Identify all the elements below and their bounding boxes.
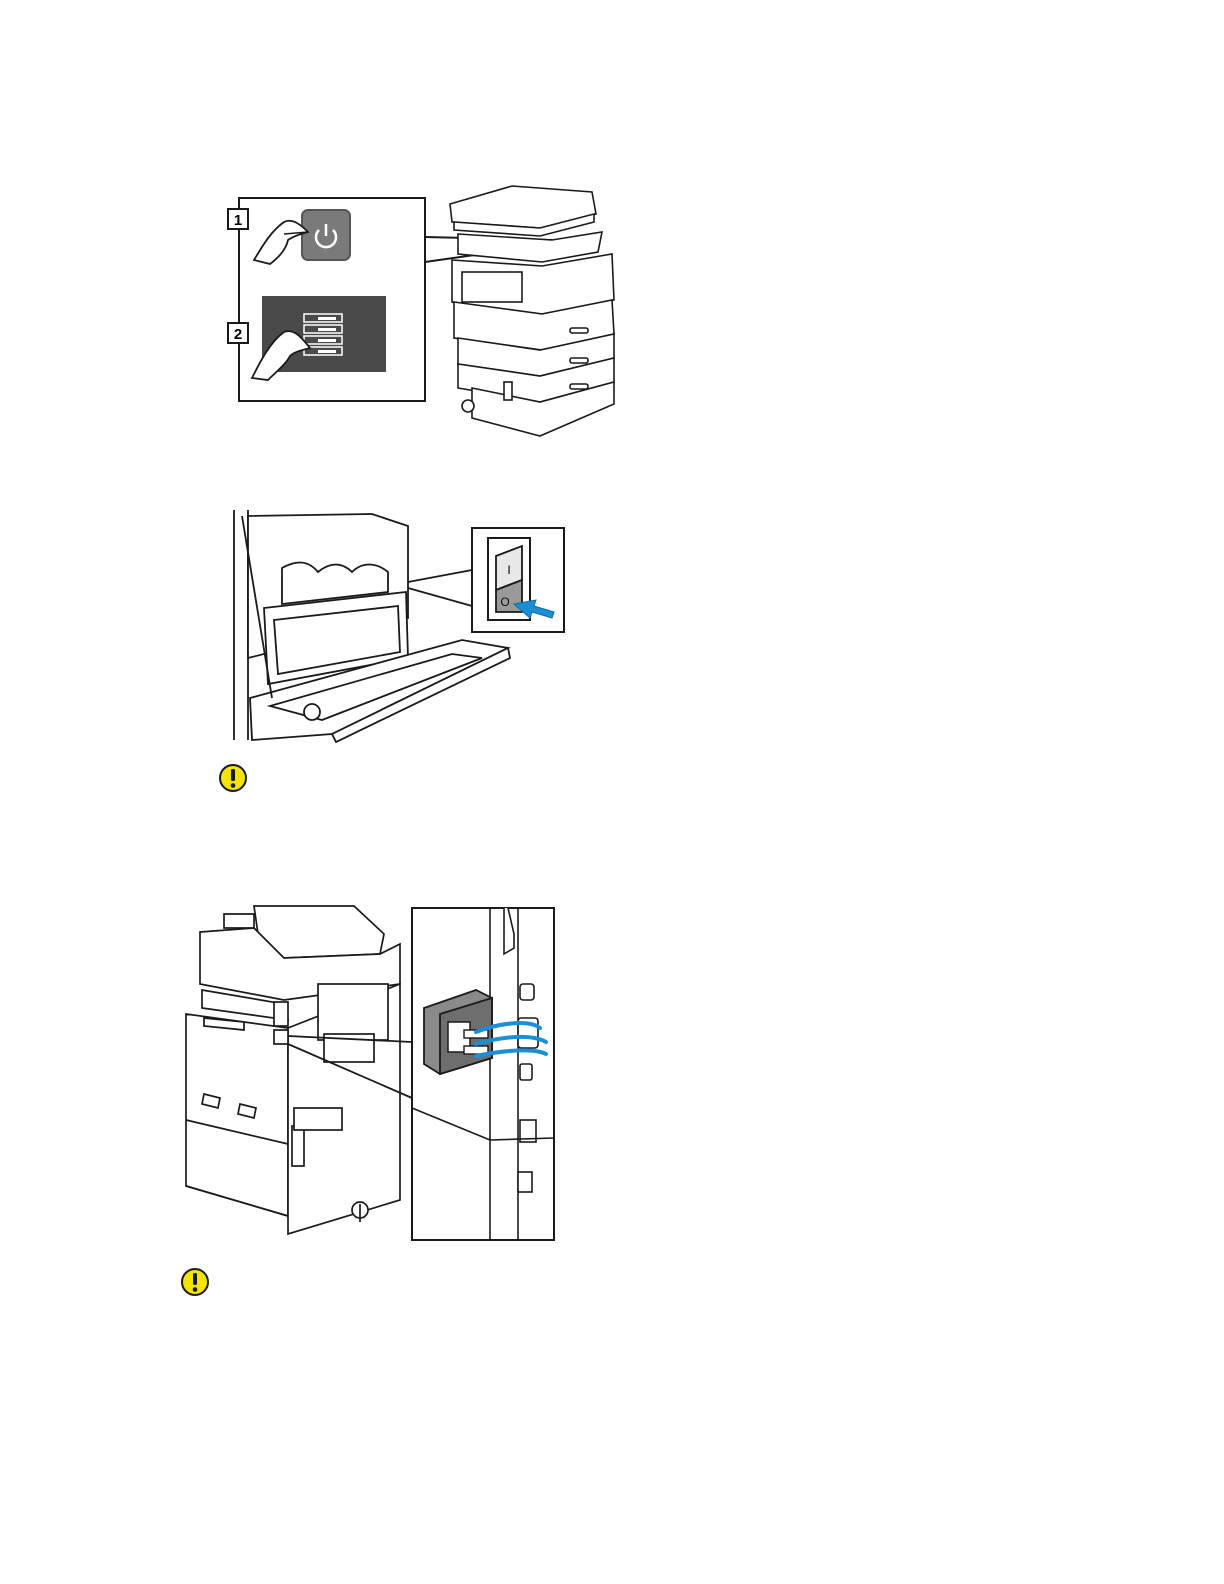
caution-icon <box>218 763 248 793</box>
switch-off-mark: O <box>500 595 509 609</box>
callout-1-label: 1 <box>234 212 242 229</box>
printer-illustration <box>450 186 614 436</box>
callout-1: 1 <box>228 209 248 229</box>
switch-on-mark: I <box>507 563 510 577</box>
caution-icon <box>180 1267 210 1297</box>
figure-control-panel-power: 1 2 <box>222 182 622 448</box>
power-button-illustration <box>302 210 350 260</box>
figure-power-switch: I O <box>212 508 572 744</box>
figure-power-cord <box>184 904 558 1244</box>
callout-2-label: 2 <box>234 326 242 343</box>
callout-2: 2 <box>228 323 248 343</box>
